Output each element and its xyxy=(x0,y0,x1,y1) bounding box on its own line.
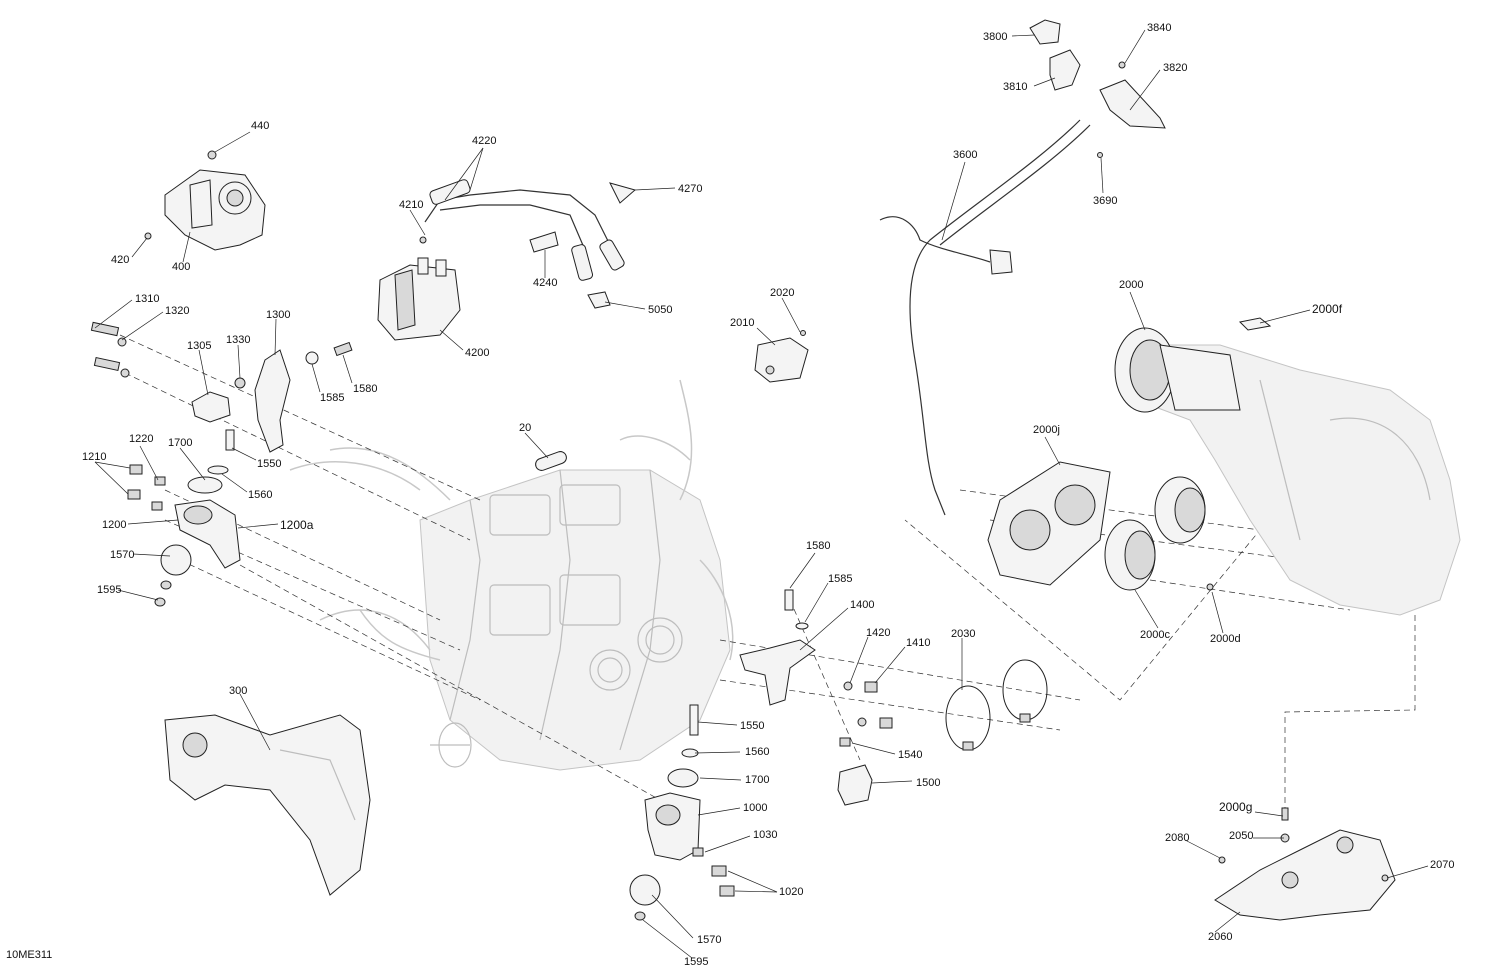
label-1200a: 1200a xyxy=(280,518,314,532)
label-400: 400 xyxy=(172,261,190,273)
label-1420: 1420 xyxy=(866,627,890,639)
label-1550-lower: 1550 xyxy=(740,720,764,732)
part-2000-airbox xyxy=(1114,317,1461,616)
label-1580-mid: 1580 xyxy=(806,540,830,552)
label-2000f: 2000f xyxy=(1312,302,1343,316)
assembly-guide-lines xyxy=(119,334,1416,810)
label-1585-upper: 1585 xyxy=(320,392,344,404)
part-2000c-boots xyxy=(1104,476,1206,591)
label-4210: 4210 xyxy=(399,199,423,211)
label-1220: 1220 xyxy=(129,433,153,445)
label-1400: 1400 xyxy=(850,599,874,611)
label-1320: 1320 xyxy=(165,305,189,317)
label-3600: 3600 xyxy=(953,149,977,161)
part-1000-mount xyxy=(629,704,735,921)
label-1560-upper: 1560 xyxy=(248,489,272,501)
label-2050: 2050 xyxy=(1229,830,1253,842)
part-300-shield xyxy=(164,714,371,896)
label-1560-lower: 1560 xyxy=(745,746,769,758)
label-1210: 1210 xyxy=(82,451,106,463)
leader-lines xyxy=(94,29,1429,959)
label-2080: 2080 xyxy=(1165,832,1189,844)
label-2010: 2010 xyxy=(730,317,754,329)
label-1570-lower: 1570 xyxy=(697,934,721,946)
label-1030: 1030 xyxy=(753,829,777,841)
part-2030-clamps xyxy=(945,659,1048,751)
label-1580-upper: 1580 xyxy=(353,383,377,395)
label-20: 20 xyxy=(519,422,531,434)
label-1200: 1200 xyxy=(102,519,126,531)
label-2070: 2070 xyxy=(1430,859,1454,871)
label-4200: 4200 xyxy=(465,347,489,359)
label-2060: 2060 xyxy=(1208,931,1232,943)
document-reference-code: 10ME311 xyxy=(6,949,53,961)
label-2000j: 2000j xyxy=(1033,424,1060,436)
part-1200-mount xyxy=(127,429,241,607)
label-2000g: 2000g xyxy=(1219,800,1252,814)
part-2060-bracket xyxy=(1214,807,1396,921)
part-2010-bracket xyxy=(754,330,809,383)
label-420: 420 xyxy=(111,254,129,266)
label-4240: 4240 xyxy=(533,277,557,289)
part-400-housing xyxy=(144,150,266,251)
label-3820: 3820 xyxy=(1163,62,1187,74)
label-5050: 5050 xyxy=(648,304,672,316)
label-1310: 1310 xyxy=(135,293,159,305)
label-1020: 1020 xyxy=(779,886,803,898)
label-1595-lower: 1595 xyxy=(684,956,708,968)
label-3690: 3690 xyxy=(1093,195,1117,207)
label-3840: 3840 xyxy=(1147,22,1171,34)
label-1000: 1000 xyxy=(743,802,767,814)
label-1700-lower: 1700 xyxy=(745,774,769,786)
label-1300: 1300 xyxy=(266,309,290,321)
label-1305: 1305 xyxy=(187,340,211,352)
label-1330: 1330 xyxy=(226,334,250,346)
label-2000d: 2000d xyxy=(1210,633,1241,645)
part-2000j-gasket xyxy=(987,461,1111,586)
label-4270: 4270 xyxy=(678,183,702,195)
label-4220: 4220 xyxy=(472,135,496,147)
label-440: 440 xyxy=(251,120,269,132)
label-300: 300 xyxy=(229,685,247,697)
label-3810: 3810 xyxy=(1003,81,1027,93)
engine-ghost xyxy=(289,379,734,771)
label-1410: 1410 xyxy=(906,637,930,649)
label-1700-upper: 1700 xyxy=(168,437,192,449)
label-1540: 1540 xyxy=(898,749,922,761)
part-3800-3820-brackets xyxy=(879,19,1166,516)
label-1595-upper: 1595 xyxy=(97,584,121,596)
label-1570-upper: 1570 xyxy=(110,549,134,561)
label-2030: 2030 xyxy=(951,628,975,640)
part-1400-bracket xyxy=(739,589,893,806)
label-2000c: 2000c xyxy=(1140,629,1170,641)
label-2000: 2000 xyxy=(1119,279,1143,291)
label-1500: 1500 xyxy=(916,777,940,789)
label-3800: 3800 xyxy=(983,31,1007,43)
part-20-pin xyxy=(535,451,567,471)
label-1550-upper: 1550 xyxy=(257,458,281,470)
label-2020: 2020 xyxy=(770,287,794,299)
part-1300-mount xyxy=(90,321,353,453)
part-4200-ignition-coil xyxy=(377,179,637,341)
part-number-labels: 440 420 400 4220 4210 4270 4240 5050 420… xyxy=(82,22,1454,968)
label-1585-mid: 1585 xyxy=(828,573,852,585)
